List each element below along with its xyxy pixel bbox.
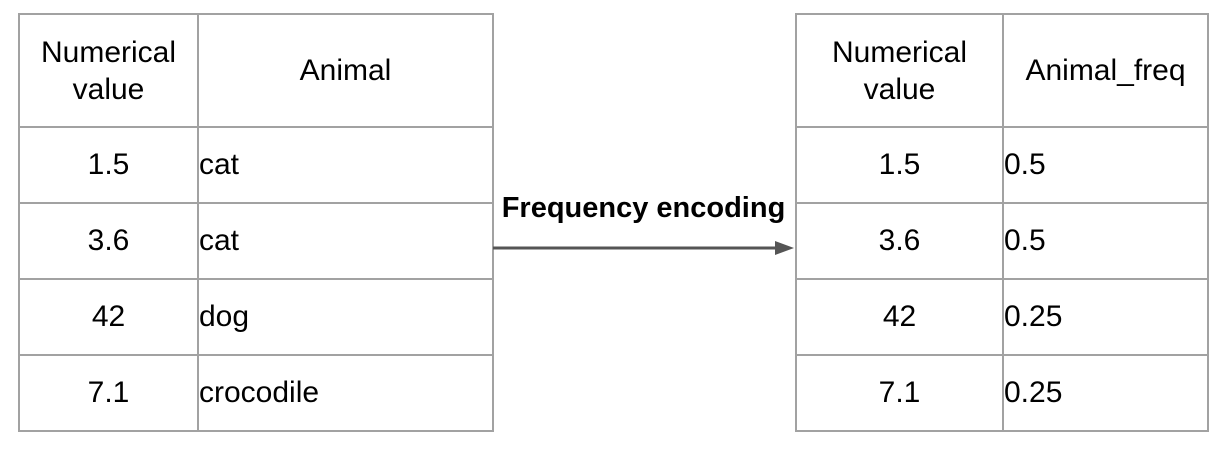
source-col-header-animal: Animal — [197, 13, 494, 128]
table-row: 7.1 0.25 — [795, 354, 1209, 432]
table-row: 3.6 cat — [18, 202, 494, 280]
table-row: 1.5 0.5 — [795, 126, 1209, 204]
numerical-value-cell: 3.6 — [18, 202, 199, 280]
encoded-table: Numerical value Animal_freq 1.5 0.5 3.6 … — [795, 13, 1209, 432]
animal-freq-cell: 0.25 — [1002, 354, 1209, 432]
numerical-value-cell: 42 — [18, 278, 199, 356]
numerical-value-cell: 7.1 — [795, 354, 1004, 432]
animal-cell: cat — [197, 202, 494, 280]
numerical-value-cell: 42 — [795, 278, 1004, 356]
encoded-col-header-animal-freq: Animal_freq — [1002, 13, 1209, 128]
table-row: 3.6 0.5 — [795, 202, 1209, 280]
numerical-value-cell: 3.6 — [795, 202, 1004, 280]
source-table-header-row: Numerical value Animal — [18, 13, 494, 128]
arrow-label: Frequency encoding — [501, 192, 786, 224]
table-row: 7.1 crocodile — [18, 354, 494, 432]
table-row: 1.5 cat — [18, 126, 494, 204]
numerical-value-cell: 1.5 — [795, 126, 1004, 204]
table-row: 42 dog — [18, 278, 494, 356]
animal-freq-cell: 0.5 — [1002, 126, 1209, 204]
animal-freq-cell: 0.5 — [1002, 202, 1209, 280]
source-col-header-numerical-value: Numerical value — [18, 13, 199, 128]
right-arrow-icon — [493, 241, 794, 255]
table-row: 42 0.25 — [795, 278, 1209, 356]
encoded-table-header-row: Numerical value Animal_freq — [795, 13, 1209, 128]
animal-cell: crocodile — [197, 354, 494, 432]
animal-cell: cat — [197, 126, 494, 204]
encoded-col-header-numerical-value: Numerical value — [795, 13, 1004, 128]
animal-cell: dog — [197, 278, 494, 356]
numerical-value-cell: 7.1 — [18, 354, 199, 432]
numerical-value-cell: 1.5 — [18, 126, 199, 204]
animal-freq-cell: 0.25 — [1002, 278, 1209, 356]
source-table: Numerical value Animal 1.5 cat 3.6 cat 4… — [18, 13, 494, 432]
